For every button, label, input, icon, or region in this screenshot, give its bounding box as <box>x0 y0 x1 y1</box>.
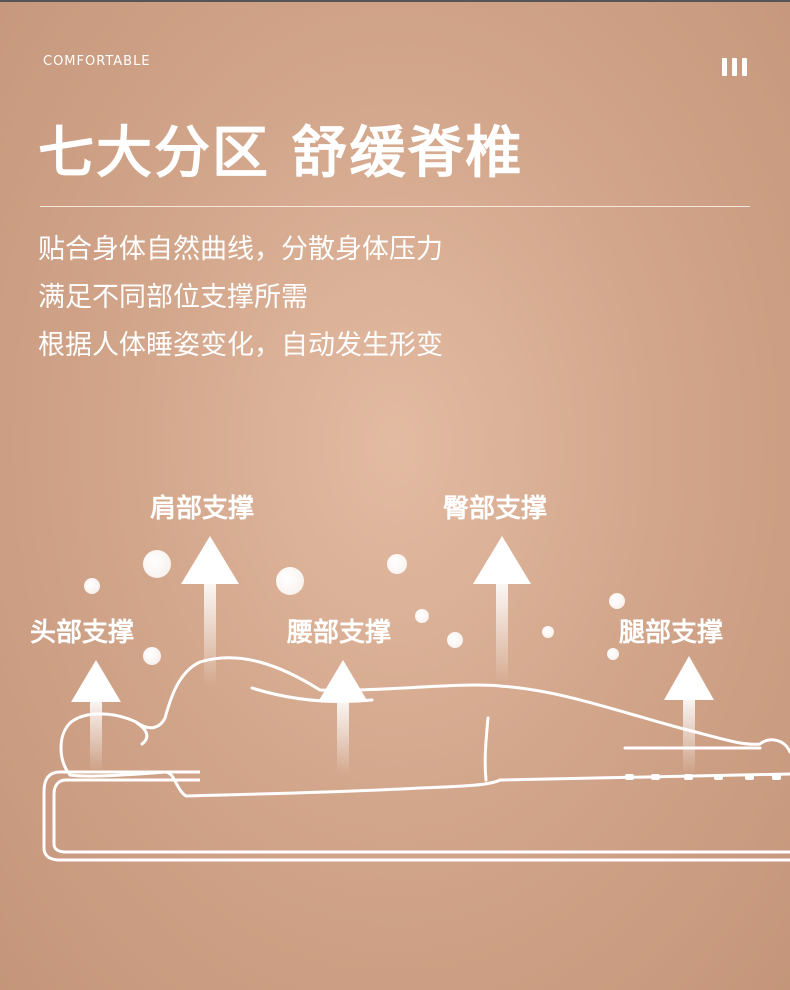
mattress-zone-notches <box>625 774 781 780</box>
zone-label-waist: 腰部支撑 <box>287 618 392 648</box>
menu-bars-icon[interactable] <box>722 58 748 76</box>
up-arrow-icon <box>473 536 531 682</box>
page-title: 七大分区 舒缓脊椎 <box>38 121 524 186</box>
title-divider <box>40 206 750 207</box>
zone-label-hip: 臀部支撑 <box>443 494 548 524</box>
top-border <box>0 0 790 2</box>
mattress-outline <box>42 770 790 862</box>
up-arrow-icon <box>181 536 239 686</box>
up-arrow-icon <box>664 656 714 774</box>
tagline: COMFORTABLE <box>43 54 151 69</box>
body-outline <box>59 656 790 798</box>
bubble-decorations <box>84 550 625 665</box>
description-line-2: 满足不同部位支撑所需 <box>38 282 308 313</box>
zone-label-shoulder: 肩部支撑 <box>150 494 255 524</box>
description: 贴合身体自然曲线，分散身体压力 满足不同部位支撑所需 根据人体睡姿变化，自动发生… <box>38 226 443 370</box>
description-line-3: 根据人体睡姿变化，自动发生形变 <box>38 330 443 361</box>
description-line-1: 贴合身体自然曲线，分散身体压力 <box>38 234 443 265</box>
up-arrow-icon <box>318 660 368 774</box>
up-arrow-icon <box>71 660 121 772</box>
zone-label-leg: 腿部支撑 <box>619 618 724 648</box>
zone-label-head: 头部支撑 <box>30 618 135 648</box>
